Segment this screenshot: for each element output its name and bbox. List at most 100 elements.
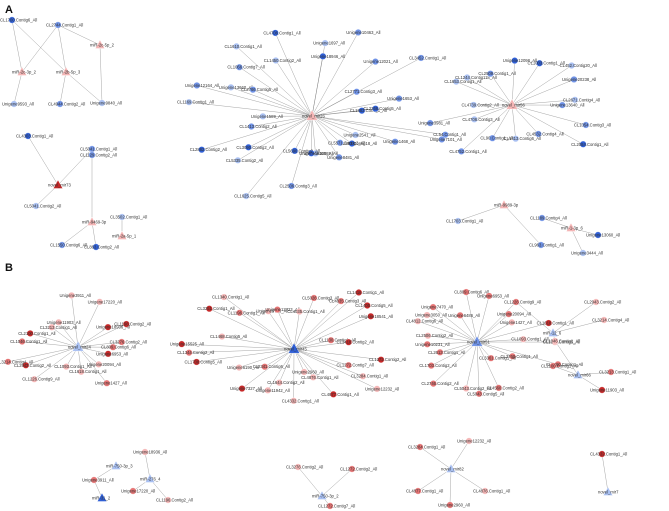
edge bbox=[61, 221, 93, 246]
target-node bbox=[218, 333, 226, 340]
target-label: Unigene7101_All bbox=[430, 137, 462, 142]
edge bbox=[279, 348, 295, 383]
target-label: CL2771.Contig3_All bbox=[345, 89, 382, 94]
mirna-hub-label: novel_mir45 bbox=[284, 347, 307, 352]
target-node bbox=[391, 138, 399, 146]
target-label: CL4877.Contig1_All bbox=[321, 392, 358, 397]
target-node bbox=[579, 140, 587, 148]
target-label: CL5041.Contig1_All bbox=[80, 147, 117, 152]
target-label: Unigene17220_All bbox=[88, 299, 122, 304]
target-label: CL1169.Contig1_All bbox=[177, 100, 214, 105]
edge bbox=[476, 295, 490, 343]
target-node bbox=[220, 293, 228, 301]
target-label: CL5690.Contig2_All bbox=[283, 148, 320, 153]
edge bbox=[311, 115, 356, 136]
target-label: CL54.Contig1_All bbox=[433, 132, 466, 137]
target-node bbox=[416, 443, 424, 451]
target-label: CL2509.Contig1_All bbox=[478, 71, 515, 76]
mirna-hub-label: miR-31_2 bbox=[92, 496, 111, 501]
target-label: CL1413.Contig2_All bbox=[239, 124, 276, 129]
target-label: Unigene1427_All bbox=[500, 320, 532, 325]
target-label: CL3361.Contig1_All bbox=[479, 356, 516, 361]
target-label: Unigene1697_All bbox=[313, 41, 345, 46]
target-label: CL5571.Contig2_All bbox=[328, 140, 365, 145]
edge bbox=[34, 346, 79, 380]
target-node bbox=[24, 132, 32, 140]
edge bbox=[311, 57, 422, 117]
edge bbox=[321, 468, 353, 497]
target-label: CL5026.Contig3_All bbox=[302, 295, 339, 300]
target-label: Unigene13640_All bbox=[550, 103, 584, 108]
target-label: CL1226.Contig9_All bbox=[22, 377, 59, 382]
edge bbox=[450, 468, 486, 492]
target-node bbox=[570, 76, 578, 83]
edge bbox=[570, 227, 584, 254]
edge bbox=[239, 348, 295, 368]
edge bbox=[511, 63, 540, 106]
target-label: CL1625.Contig5_All bbox=[234, 194, 271, 199]
target-label: CL2766.Contig5_All bbox=[241, 87, 278, 92]
target-label: Unigene18946_All bbox=[311, 54, 345, 59]
target-label: Unigene10463_All bbox=[346, 30, 380, 35]
target-node bbox=[330, 390, 337, 398]
mirna-hub-node bbox=[94, 39, 106, 49]
mirna-hub-node bbox=[52, 179, 64, 189]
mirna-hub-node bbox=[16, 66, 28, 76]
target-label: CL1703.Contig1_All bbox=[446, 219, 483, 224]
target-label: CL1418.Contig2_All bbox=[337, 340, 374, 345]
target-node bbox=[363, 302, 371, 309]
target-node bbox=[58, 241, 66, 249]
target-label: CL3251.Contig1_All bbox=[197, 306, 234, 311]
edge bbox=[457, 204, 505, 222]
edge bbox=[246, 115, 313, 197]
edge bbox=[476, 322, 549, 343]
target-label: Unigene13060_All bbox=[586, 233, 620, 238]
target-label: CL452.Contig20_All bbox=[560, 63, 597, 68]
target-label: Unigene20094_All bbox=[87, 362, 121, 367]
target-node bbox=[509, 352, 516, 360]
edge bbox=[268, 311, 295, 350]
target-label: CL4560.Contig2_All bbox=[487, 385, 524, 390]
edge bbox=[77, 323, 127, 348]
mirna-hub-label: novel_mir24 bbox=[68, 345, 91, 350]
target-label: Unigene20238_All bbox=[562, 77, 596, 82]
target-node bbox=[48, 323, 56, 331]
edge bbox=[311, 115, 340, 158]
target-label: CL1340.Contig5_All bbox=[543, 340, 580, 345]
target-label: CL3284.Contig1_All bbox=[408, 445, 445, 450]
target-label: CL1066.Contig7_All bbox=[227, 65, 264, 70]
target-node bbox=[427, 362, 435, 369]
target-node bbox=[185, 349, 193, 357]
edge bbox=[311, 115, 341, 143]
mirna-hub-label: novel_mir56 bbox=[502, 103, 525, 108]
target-node bbox=[290, 397, 298, 405]
target-node bbox=[429, 303, 437, 311]
target-node bbox=[579, 249, 587, 257]
edge bbox=[99, 44, 103, 104]
edge bbox=[236, 46, 313, 117]
edge bbox=[419, 446, 452, 470]
edge bbox=[293, 348, 363, 377]
edge bbox=[71, 295, 79, 348]
target-label: CL1644.Contig2_All bbox=[267, 380, 304, 385]
edge bbox=[465, 341, 478, 389]
edge bbox=[311, 115, 446, 135]
target-label: CL1703.Contig2_All bbox=[419, 363, 456, 368]
target-label: CL2671.Contig4_All bbox=[563, 97, 600, 102]
target-node bbox=[598, 450, 606, 458]
target-label: Unigene1589_All bbox=[251, 114, 283, 119]
target-node bbox=[68, 292, 75, 299]
target-label: CL1405.Contig5_All bbox=[355, 303, 392, 308]
target-label: CL4739.Contig2_All bbox=[462, 102, 499, 107]
mirna-hub-node bbox=[602, 486, 614, 496]
edge bbox=[311, 98, 400, 117]
target-node bbox=[129, 487, 137, 495]
edge bbox=[430, 104, 513, 124]
target-node bbox=[233, 43, 240, 50]
edge bbox=[476, 341, 499, 388]
target-node bbox=[348, 140, 356, 147]
target-label: Unigene1653_All bbox=[387, 96, 419, 101]
target-node bbox=[372, 105, 379, 113]
edge bbox=[239, 312, 295, 350]
